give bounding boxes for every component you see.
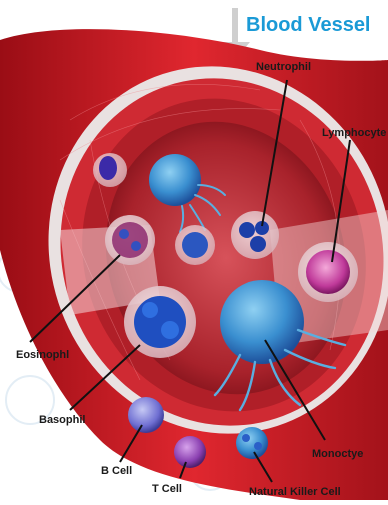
label-lymphocyte: Lymphocyte — [322, 127, 386, 139]
neutrophil-cell — [231, 211, 279, 259]
label-basophil: Basophil — [39, 414, 85, 426]
label-monocyte: Monoctye — [312, 448, 363, 460]
diagram-title: Blood Vessel — [246, 14, 371, 37]
t-cell — [174, 436, 206, 468]
label-nk-cell: Natural Killer Cell — [249, 486, 341, 498]
center-cell — [175, 225, 215, 265]
label-eosinophil: Eosinophl — [16, 349, 69, 361]
label-t-cell: T Cell — [152, 483, 182, 495]
basophil-cell — [124, 286, 196, 358]
label-b-cell: B Cell — [101, 465, 132, 477]
eosinophil-cell — [105, 215, 155, 265]
inner-cell-top — [93, 153, 127, 187]
b-cell — [128, 397, 164, 433]
nk-cell — [236, 427, 268, 459]
lymphocyte-cell — [298, 242, 358, 302]
label-neutrophil: Neutrophil — [256, 61, 311, 73]
